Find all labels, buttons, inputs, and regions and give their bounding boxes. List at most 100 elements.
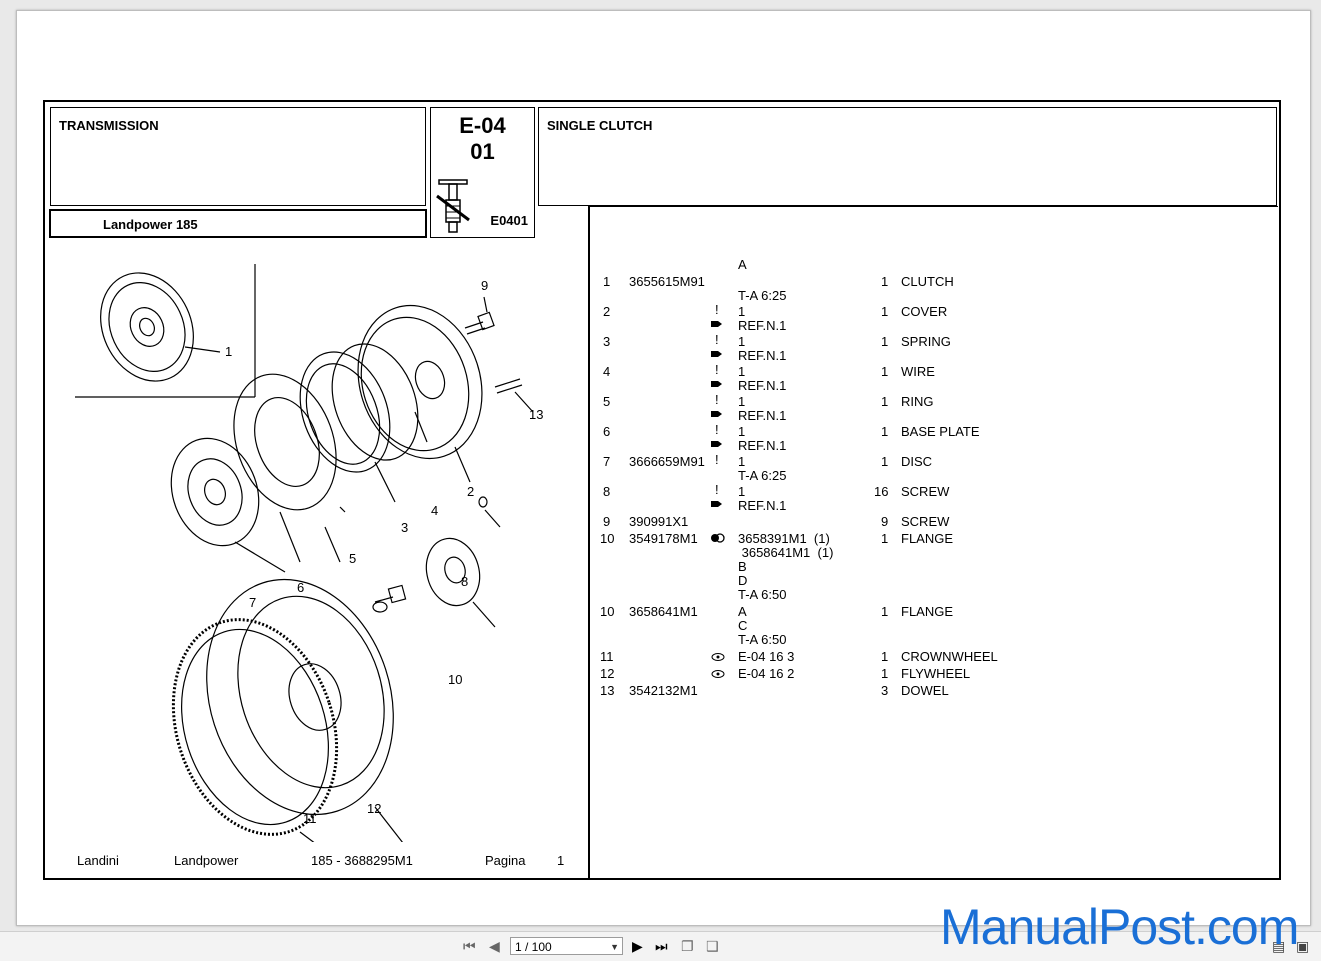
row-flag: ! [715, 392, 719, 407]
group-reference: E0401 [490, 213, 528, 228]
row-note: E-04 16 2 [738, 666, 795, 681]
first-page-icon[interactable]: ⏮ [463, 938, 476, 954]
diagram-label-12: 12 [367, 801, 381, 816]
diagram-label-8: 8 [461, 574, 468, 589]
footer-page-number: 1 [557, 853, 565, 868]
continuous-view-icon[interactable]: ❑ [706, 938, 719, 954]
parts-list: A 1 3655615M91 1 CLUTCH T-A 6:25 2 ! 1 1… [600, 252, 1280, 752]
next-page-icon[interactable]: ▶ [632, 938, 643, 954]
catalog-frame: TRANSMISSION Landpower 185 E-04 01 E0401… [43, 100, 1281, 880]
row-note: 3658641M1 (1) [738, 545, 834, 560]
group-title: SINGLE CLUTCH [547, 118, 653, 133]
row-part-number: 3658641M1 [629, 604, 698, 619]
group-subcode: 01 [470, 139, 495, 164]
page-selector[interactable]: 1 / 100 ▼ [510, 937, 623, 955]
row-flag: ! [715, 302, 719, 317]
row-part-number: 3542132M1 [629, 683, 698, 698]
diagram-label-5: 5 [349, 551, 356, 566]
see-group-icon [711, 670, 725, 678]
row-qty: 1 [881, 364, 889, 379]
reference-pointer-icon [711, 441, 722, 447]
row-qty: 1 [881, 604, 889, 619]
diagram-label-1: 1 [225, 344, 232, 359]
row-description: RING [901, 394, 934, 409]
row-note: REF.N.1 [738, 408, 787, 423]
row-note: D [738, 573, 748, 588]
watermark: ManualPost.com [940, 899, 1299, 955]
row-pos: 5 [603, 394, 611, 409]
footer-model-code: 185 - 3688295M1 [311, 853, 413, 868]
reference-pointer-icon [711, 501, 722, 507]
row-description: DISC [901, 454, 933, 469]
row-description: CROWNWHEEL [901, 649, 998, 664]
last-page-icon[interactable]: ⏭ [655, 938, 668, 954]
row-note: T-A 6:25 [738, 288, 787, 303]
row-note: REF.N.1 [738, 438, 787, 453]
row-note: E-04 16 3 [738, 649, 795, 664]
row-note: 1 [738, 334, 746, 349]
row-note: REF.N.1 [738, 318, 787, 333]
row-flag: ! [715, 332, 719, 347]
footer-page-label: Pagina [485, 853, 526, 868]
section-title: TRANSMISSION [59, 118, 159, 133]
diagram-label-3: 3 [401, 520, 408, 535]
parts-variant-header: A [738, 257, 747, 272]
row-note: 1 [738, 424, 746, 439]
reference-pointer-icon [711, 351, 722, 357]
single-page-view-icon[interactable]: ❐ [681, 938, 694, 954]
footer-brand: Landini [77, 853, 119, 868]
row-pos: 12 [600, 666, 615, 681]
row-note: 1 [738, 394, 746, 409]
header-divider [588, 206, 1278, 207]
reference-pointer-icon [711, 381, 722, 387]
diagram-label-2: 2 [467, 484, 474, 499]
row-description: SCREW [901, 514, 950, 529]
row-flag: ! [715, 422, 719, 437]
reference-pointer-icon [711, 321, 722, 327]
fit-page-icon[interactable]: ▣ [1296, 938, 1310, 954]
chevron-down-icon: ▼ [610, 942, 619, 952]
alternative-part-icon [711, 533, 725, 543]
diagram-label-9: 9 [481, 278, 488, 293]
row-note: 1 [738, 484, 746, 499]
row-pos: 7 [603, 454, 611, 469]
row-pos: 6 [603, 424, 611, 439]
see-group-icon [711, 653, 725, 661]
footer-series: Landpower [174, 853, 239, 868]
row-qty: 1 [881, 666, 889, 681]
row-part-number: 3655615M91 [629, 274, 705, 289]
row-qty: 1 [881, 424, 889, 439]
row-pos: 3 [603, 334, 611, 349]
row-qty: 1 [881, 334, 889, 349]
row-note: REF.N.1 [738, 378, 787, 393]
row-pos: 8 [603, 484, 611, 499]
previous-page-icon[interactable]: ◀ [489, 938, 500, 954]
row-description: DOWEL [901, 683, 949, 698]
diagram-label-13: 13 [529, 407, 543, 422]
column-divider [588, 207, 590, 879]
page-indicator: 1 / 100 [515, 940, 552, 954]
row-pos: 13 [600, 683, 615, 698]
page-layout-icon[interactable]: ▤ [1272, 938, 1286, 954]
row-qty: 1 [881, 304, 889, 319]
viewer-toolbar: ⏮ ◀ 1 / 100 ▼ ▶ ⏭ ❐ ❑ ▤ ▣ [0, 931, 1321, 961]
row-note: 3658391M1 (1) [738, 531, 830, 546]
row-description: FLANGE [901, 531, 954, 546]
row-qty: 1 [881, 274, 889, 289]
row-part-number: 390991X1 [629, 514, 689, 529]
row-qty: 3 [881, 683, 889, 698]
row-qty: 1 [881, 454, 889, 469]
diagram-label-11: 11 [303, 811, 317, 826]
row-note: T-A 6:50 [738, 587, 787, 602]
row-qty: 9 [881, 514, 889, 529]
section-box: TRANSMISSION [50, 107, 426, 206]
row-description: FLANGE [901, 604, 954, 619]
row-note: REF.N.1 [738, 348, 787, 363]
row-note: 1 [738, 364, 746, 379]
row-qty: 16 [874, 484, 889, 499]
row-note: 1 [738, 454, 746, 469]
row-description: CLUTCH [901, 274, 954, 289]
row-part-number: 3666659M91 [629, 454, 705, 469]
row-pos: 4 [603, 364, 611, 379]
row-part-number: 3549178M1 [629, 531, 698, 546]
